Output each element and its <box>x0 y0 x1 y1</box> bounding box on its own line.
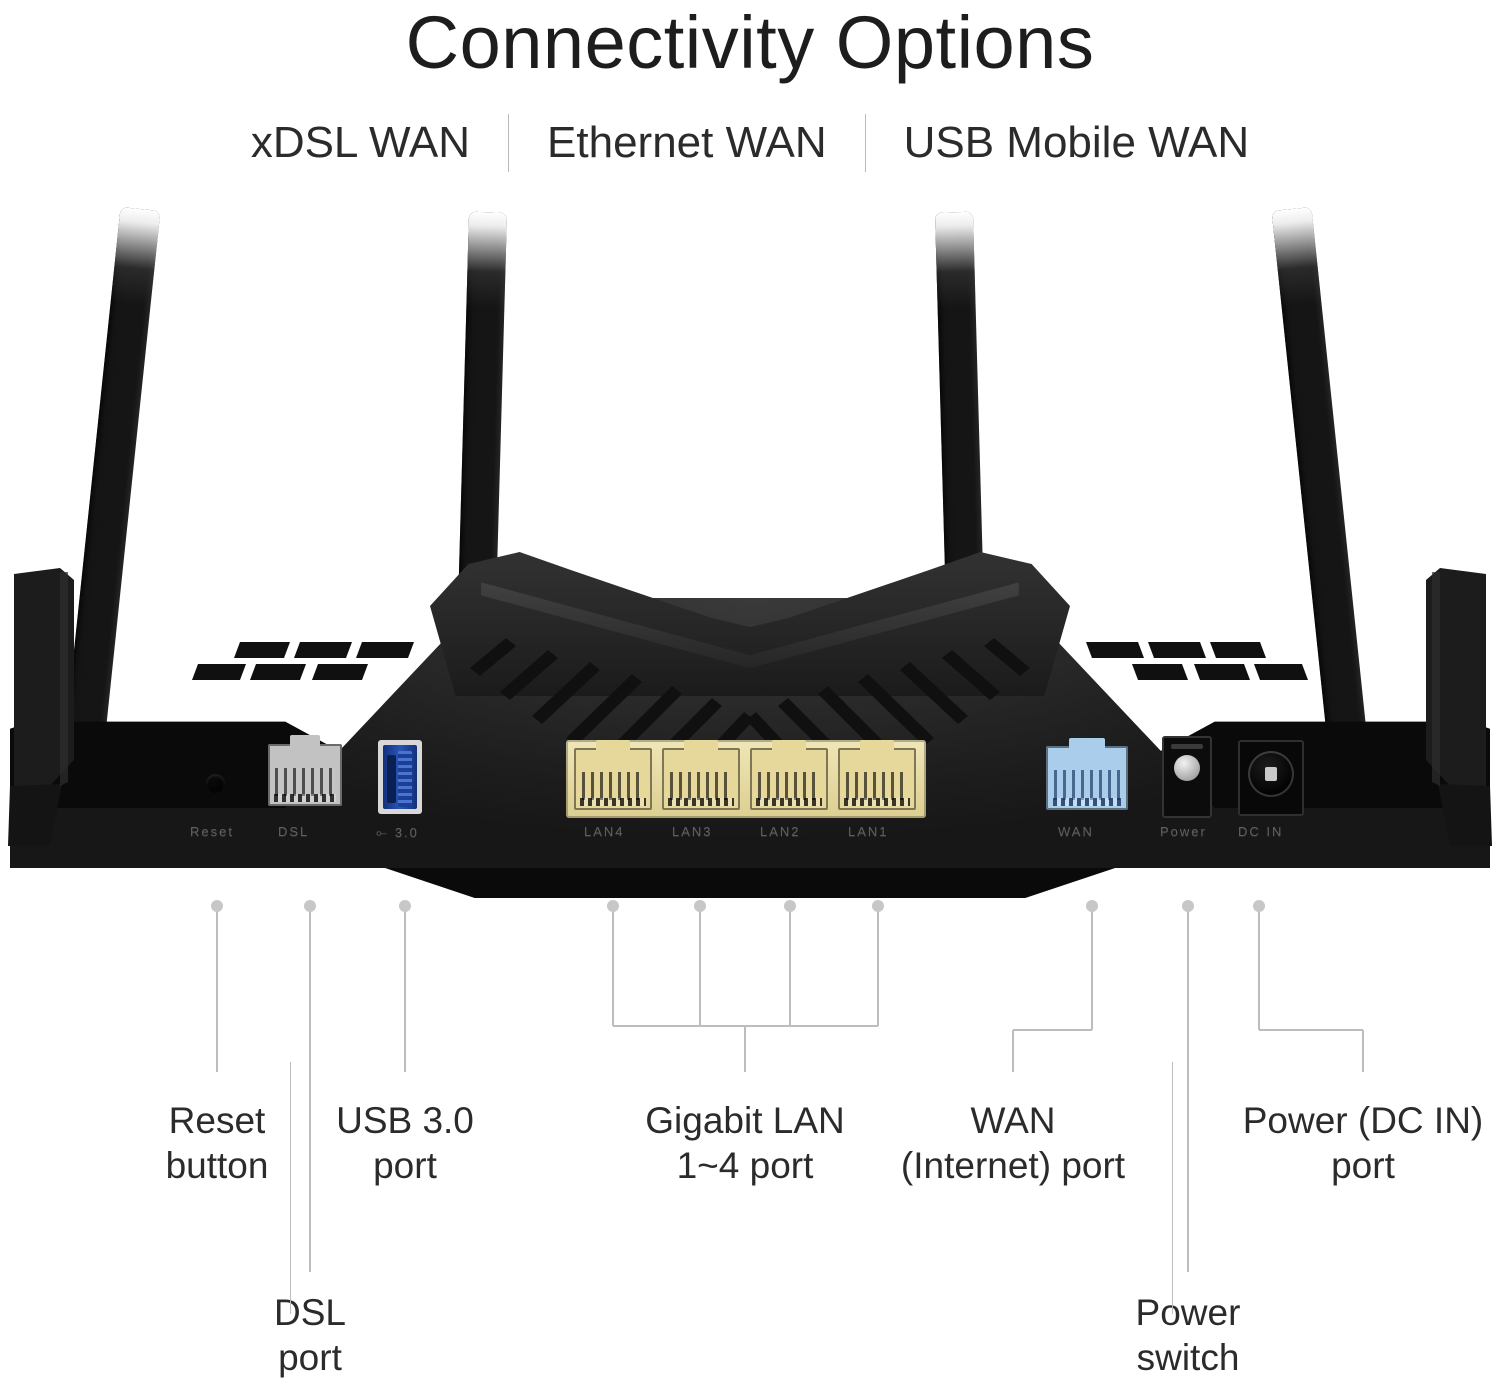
callout-dsl-line2: port <box>278 1337 342 1379</box>
callout-usb-line1: USB 3.0 <box>336 1100 474 1141</box>
callout-usb-line2: port <box>373 1145 437 1187</box>
callout-lan-line1: Gigabit LAN <box>645 1100 845 1141</box>
reset-port-label: Reset <box>190 824 234 839</box>
lan-port-3-label: LAN3 <box>672 824 713 839</box>
callout-pwrsw-line1: Power <box>1135 1292 1241 1333</box>
lan-port-2-label: LAN2 <box>760 824 801 839</box>
callout-reset-line2: button <box>165 1145 269 1187</box>
page-title: Connectivity Options <box>405 1 1095 84</box>
callout-power-switch: Power switch <box>1088 1290 1288 1380</box>
callout-dcin-line1: Power (DC IN) <box>1242 1100 1484 1141</box>
callout-dsl-line1: DSL <box>274 1292 346 1333</box>
option-usb-mobile-wan: USB Mobile WAN <box>903 117 1250 167</box>
callout-power-dc-in: Power (DC IN) port <box>1213 1098 1500 1188</box>
option-divider-2 <box>864 114 866 172</box>
usb-3-port[interactable] <box>378 740 422 814</box>
callout-dsl-port: DSL port <box>210 1290 410 1380</box>
dsl-port-label: DSL <box>278 824 310 839</box>
reset-pinhole[interactable] <box>206 774 225 793</box>
callout-pwrsw-line2: switch <box>1136 1337 1240 1379</box>
caption-separator-2 <box>1172 1062 1173 1314</box>
wan-port-label: WAN <box>1058 824 1094 839</box>
header: Connectivity Options xDSL WAN Ethernet W… <box>0 0 1500 172</box>
callout-wan-line1: WAN <box>970 1100 1056 1141</box>
wan-port[interactable] <box>1046 738 1128 810</box>
callout-wan-port: WAN (Internet) port <box>873 1098 1153 1188</box>
chassis-wings <box>8 568 1492 846</box>
dsl-port[interactable] <box>268 735 342 806</box>
callout-wan-line2: (Internet) port <box>900 1145 1126 1187</box>
lan-port-1[interactable] <box>838 740 916 810</box>
rear-port-panel: Reset DSL ⟜ 3.0 <box>150 726 1340 858</box>
callout-reset-button: Reset button <box>117 1098 317 1188</box>
router-chassis: Reset DSL ⟜ 3.0 <box>0 546 1500 966</box>
power-switch[interactable] <box>1162 736 1212 818</box>
callout-gigabit-lan: Gigabit LAN 1~4 port <box>605 1098 885 1188</box>
option-divider-1 <box>508 114 510 172</box>
option-xdsl-wan: xDSL WAN <box>250 117 471 167</box>
lan-port-4-label: LAN4 <box>584 824 625 839</box>
usb-speed-text: 3.0 <box>394 825 419 840</box>
caption-separator-1 <box>290 1062 291 1314</box>
lan-port-2[interactable] <box>750 740 828 810</box>
power-switch-label: Power <box>1160 824 1207 839</box>
option-ethernet-wan: Ethernet WAN <box>547 117 827 167</box>
router-product-image: Reset DSL ⟜ 3.0 <box>0 196 1500 986</box>
lan-port-1-label: LAN1 <box>848 824 889 839</box>
dc-in-port[interactable] <box>1238 740 1304 816</box>
lan-port-3[interactable] <box>662 740 740 810</box>
dc-in-port-label: DC IN <box>1238 824 1284 839</box>
lan-port-4[interactable] <box>574 740 652 810</box>
connectivity-options-list: xDSL WAN Ethernet WAN USB Mobile WAN <box>0 114 1500 172</box>
usb-port-label: ⟜ 3.0 <box>376 824 419 840</box>
callout-usb-port: USB 3.0 port <box>305 1098 505 1188</box>
callout-reset-line1: Reset <box>168 1100 266 1141</box>
callout-lan-line2: 1~4 port <box>676 1145 814 1187</box>
callout-dcin-line2: port <box>1331 1145 1395 1187</box>
